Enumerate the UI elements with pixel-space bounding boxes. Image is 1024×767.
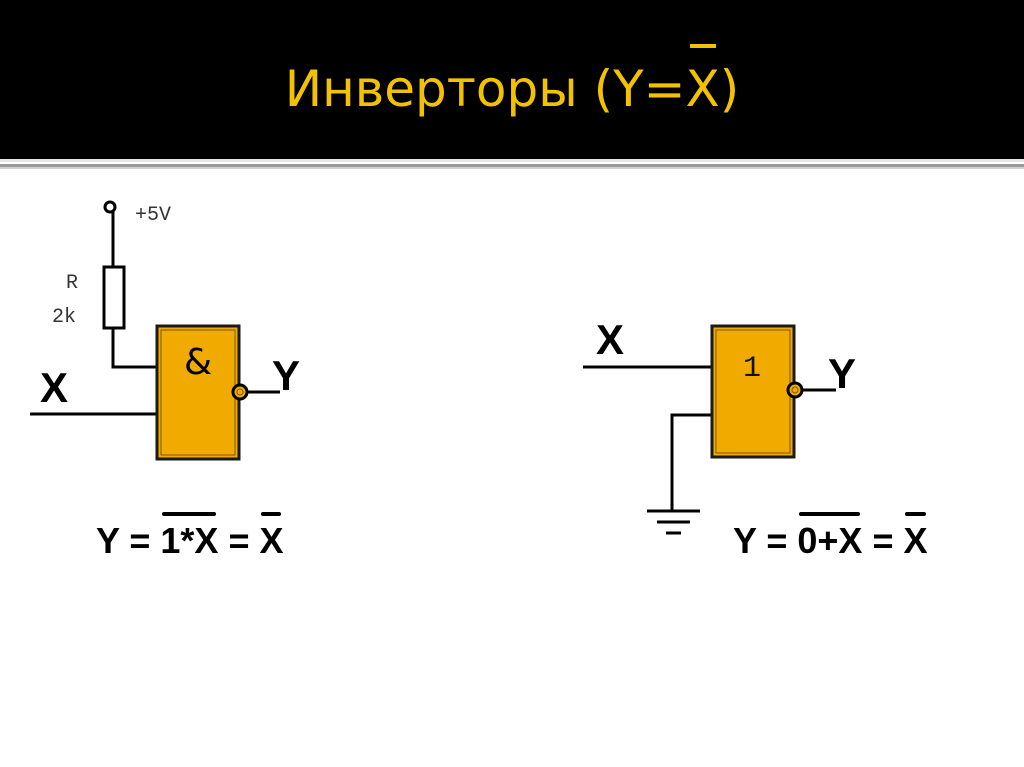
divider-light (0, 159, 1024, 162)
equation-lhs: Y = (96, 520, 161, 561)
equation-equals: = (862, 520, 904, 561)
equation-negated-term: 0+X (797, 512, 863, 561)
or-gate-symbol: 1 (743, 352, 762, 386)
page-title: Инверторы (Y=X) (0, 44, 1024, 124)
ground-icon (647, 509, 700, 535)
or-gate-icon (710, 324, 796, 459)
resistor-name-label: R (66, 272, 79, 295)
title-overlined-x: X (686, 44, 720, 124)
equation-result: X (903, 512, 928, 561)
equation-equals: = (218, 520, 260, 561)
supply-terminal-icon (103, 200, 117, 214)
resistor-icon (102, 265, 126, 330)
inversion-bubble-icon (786, 381, 804, 399)
title-suffix: ) (719, 60, 740, 118)
equation-result: X (259, 512, 284, 561)
left-output-label-y: Y (272, 352, 301, 399)
title-prefix: Инверторы (Y= (284, 60, 686, 118)
inversion-bubble-icon (231, 383, 249, 401)
right-output-label-y: Y (828, 350, 857, 397)
right-input-label-x: X (596, 316, 625, 363)
equation-lhs: Y = (733, 520, 798, 561)
left-input-label-x: X (40, 364, 69, 411)
supply-voltage-label: +5V (135, 204, 172, 227)
equation-negated-term: 1*X (160, 512, 219, 561)
divider-dark (0, 164, 1024, 167)
wire (111, 328, 158, 369)
divider-shadow (0, 167, 1024, 169)
resistor-value-label: 2k (52, 306, 77, 329)
right-equation: Y = 0+X = X (733, 512, 928, 562)
ground-wire (670, 413, 714, 511)
title-bar (0, 0, 1024, 159)
and-gate-symbol: & (184, 342, 213, 383)
left-equation: Y = 1*X = X (96, 512, 284, 562)
